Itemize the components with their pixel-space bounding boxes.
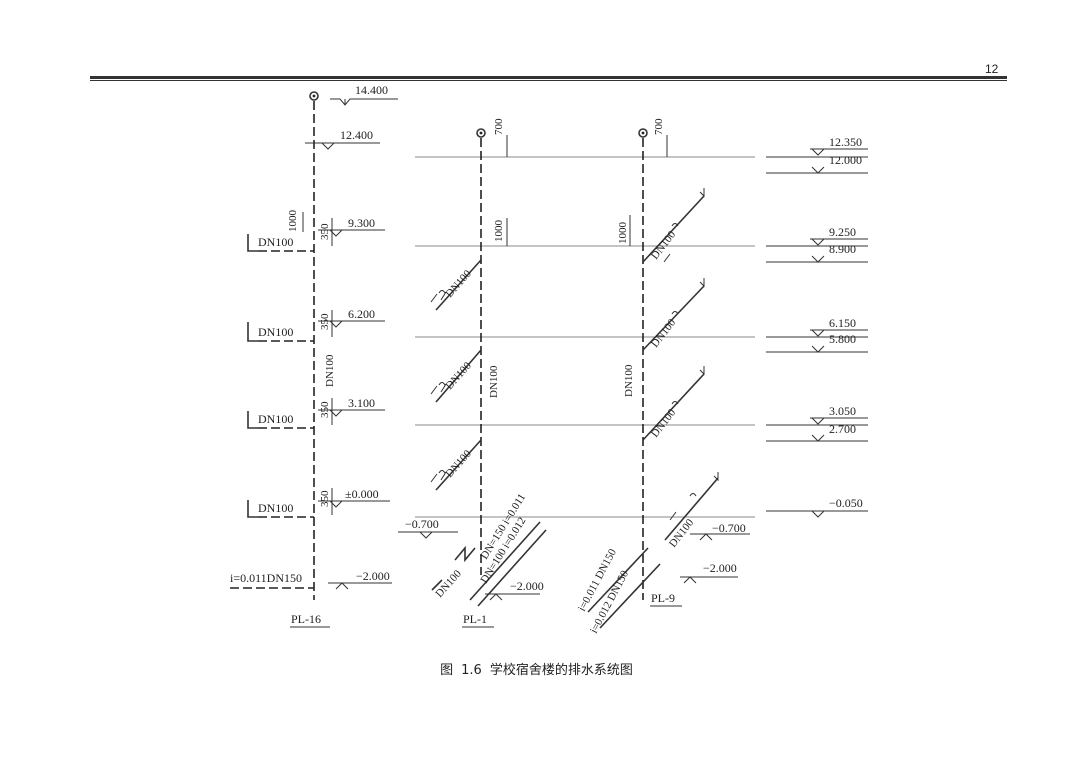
elev-f1: −0.050 [829, 496, 863, 510]
elev-marker-icon [329, 320, 343, 328]
riser-dn: DN100 [623, 364, 635, 397]
elev-f2-bot: 2.700 [829, 422, 856, 436]
elev-marker-icon [329, 229, 343, 237]
dim-350: 350 [319, 223, 331, 240]
elev-marker-icon [329, 409, 343, 417]
dim-1000: 1000 [617, 222, 629, 245]
pl9-branch-4: DN100 [642, 188, 705, 263]
dim-1000: 1000 [493, 220, 505, 243]
vent-cap-icon [638, 128, 648, 138]
elev-marker-icon [811, 238, 825, 246]
elev-marker-icon [811, 329, 825, 337]
elev-marker-icon [489, 593, 503, 601]
elev-base: −2.000 [703, 561, 737, 575]
elev-marker-icon [329, 500, 343, 508]
branch-dn: DN100 [443, 448, 474, 480]
fixture-icon [669, 472, 719, 521]
elev-roof: 14.400 [355, 83, 388, 97]
elev-basement: −0.700 [712, 521, 746, 535]
riser-dn: DN100 [488, 365, 500, 398]
elev-base: −2.000 [510, 579, 544, 593]
riser-pl1: 700 1000 DN100 DN100 DN100 DN100 −0.700 … [398, 118, 547, 628]
pl16-floor-1: 350 ±0.000 DN100 [247, 487, 390, 518]
figure-caption: 图 1.6 学校宿舍楼的排水系统图 [0, 659, 1073, 678]
caption-number: 1.6 [461, 663, 482, 678]
fixture-icon [431, 545, 476, 591]
branch-dn: DN100 [258, 412, 293, 426]
pl1-branch-4: DN100 [430, 259, 482, 311]
riser-dn: DN100 [324, 354, 336, 387]
elev-roof-top: 12.350 [829, 135, 862, 149]
branch-dn: DN100 [443, 268, 474, 300]
branch-dn: DN100 [649, 317, 679, 350]
page-number: 12 [985, 62, 999, 76]
elev-f4-bot: 8.900 [829, 242, 856, 256]
pl9-branch-3: DN100 [642, 278, 705, 351]
fixture-icon [663, 188, 705, 263]
branch-dn: DN100 [649, 229, 679, 262]
riser-name: PL-1 [463, 612, 487, 626]
dim-350: 350 [319, 490, 331, 507]
outlet-label: i=0.011DN150 [230, 571, 302, 585]
right-elevations: 12.350 12.000 9.250 8.900 6.150 5.800 3.… [766, 135, 868, 518]
vent-cap-dot-icon [312, 94, 316, 98]
caption-label: 图 [440, 663, 454, 678]
riser-name: PL-9 [651, 591, 675, 605]
elev-marker-icon [811, 417, 825, 425]
fixture-icon [430, 470, 447, 483]
fixture-icon [671, 278, 705, 315]
vent-cap-icon [476, 128, 486, 138]
dim-1000: 1000 [287, 210, 299, 233]
pl16-floor-4: 1000 350 9.300 DN100 [247, 210, 385, 252]
riser-name: PL-16 [291, 612, 321, 626]
elev-marker-icon [330, 98, 398, 106]
elev-roof-bot: 12.000 [829, 153, 862, 167]
elev-marker-icon [683, 576, 697, 584]
elev-marker-icon [811, 166, 825, 174]
elev-f2: 3.100 [348, 396, 375, 410]
fixture-icon [671, 366, 705, 405]
floor-lines [415, 156, 755, 518]
elev-f2-top: 3.050 [829, 404, 856, 418]
riser-pl9: 700 1000 DN100 DN100 DN100 DN100 DN100 −… [576, 118, 750, 635]
elev-marker-icon [419, 531, 433, 539]
branch-dn: DN100 [649, 407, 679, 440]
pl1-branch-2: DN100 [430, 439, 482, 491]
header-rule-thin [90, 80, 1007, 81]
elev-basement: −0.700 [405, 517, 439, 531]
elev-marker-icon [811, 510, 825, 518]
dim-700: 700 [653, 118, 665, 135]
elev-f3-top: 6.150 [829, 316, 856, 330]
riser-pl16: 14.400 12.400 1000 350 9.300 DN100 350 6… [230, 83, 398, 628]
elev-marker-icon [335, 582, 349, 590]
elev-base: −2.000 [356, 569, 390, 583]
dim-700: 700 [493, 118, 505, 135]
elev-f3: 6.200 [348, 307, 375, 321]
elev-marker-icon [811, 434, 825, 442]
pl9-branch-2: DN100 [642, 366, 705, 441]
elev-top: 12.400 [340, 128, 373, 142]
branch-dn: DN100 [258, 501, 293, 515]
elev-f4: 9.300 [348, 216, 375, 230]
fixture-icon [430, 290, 447, 303]
elev-f1: ±0.000 [345, 487, 379, 501]
vent-cap-icon [309, 91, 319, 101]
elev-marker-icon [811, 255, 825, 263]
branch-dn: DN100 [258, 325, 293, 339]
elev-f4-top: 9.250 [829, 225, 856, 239]
branch-dn: DN100 [258, 235, 293, 249]
branch-dn: DN100 [443, 360, 474, 392]
elev-marker-icon [699, 533, 713, 541]
header-rule [90, 76, 1007, 79]
fixture-icon [430, 382, 447, 395]
elev-marker-icon [321, 142, 335, 150]
pl16-floor-2: 350 3.100 DN100 [247, 396, 385, 429]
elev-marker-icon [811, 345, 825, 353]
caption-title: 学校宿舍楼的排水系统图 [489, 663, 633, 678]
elev-marker-icon [811, 148, 825, 156]
elev-f3-bot: 5.800 [829, 332, 856, 346]
pl1-branch-3: DN100 [430, 349, 482, 403]
pl16-floor-3: 350 6.200 DN100 DN100 [247, 307, 385, 387]
